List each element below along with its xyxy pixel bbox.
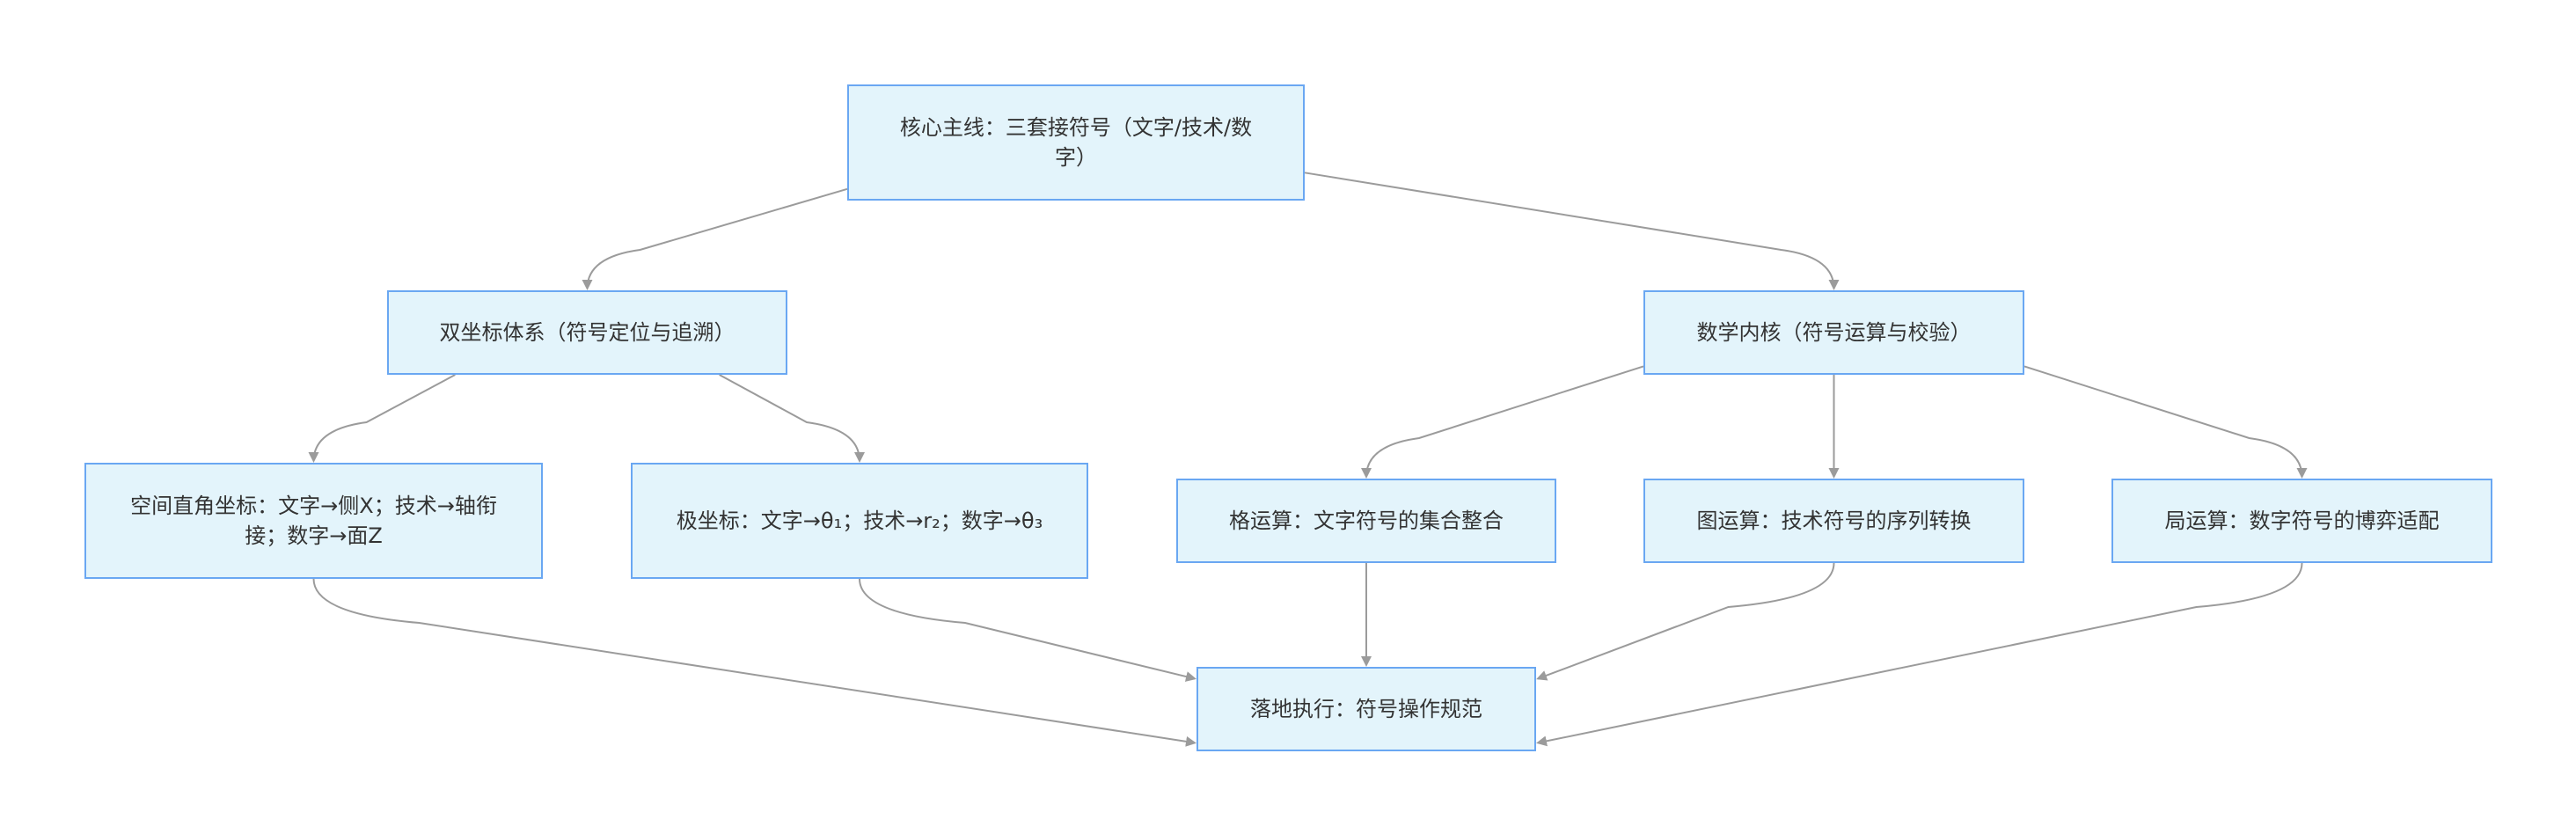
node-math-kernel: 数学内核（符号运算与校验） xyxy=(1643,290,2024,375)
node-dual-coordinate-label: 双坐标体系（符号定位与追溯） xyxy=(439,320,735,345)
node-game-operation-label: 局运算：数字符号的博弈适配 xyxy=(2164,508,2440,533)
node-lattice-label: 格运算：文字符号的集合整合 xyxy=(1229,508,1504,533)
edge-core-to-dual_coord xyxy=(582,187,848,290)
node-dual-coordinate-system: 双坐标体系（符号定位与追溯） xyxy=(387,290,787,375)
node-lattice-operation: 格运算：文字符号的集合整合 xyxy=(1176,479,1556,563)
edge-cartesian-to-execution xyxy=(312,578,1197,747)
node-math-kernel-label: 数学内核（符号运算与校验） xyxy=(1696,320,1972,345)
node-game-operation: 局运算：数字符号的博弈适配 xyxy=(2111,479,2492,563)
edge-graph_op-to-execution xyxy=(1536,562,1835,681)
edge-math_kernel-to-lattice xyxy=(1361,365,1644,479)
node-graph-operation-label: 图运算：技术符号的序列转换 xyxy=(1696,508,1972,533)
node-cartesian-coordinates: 空间直角坐标：文字→侧X；技术→轴衔接；数字→面Z xyxy=(84,463,543,579)
edge-polar-to-execution xyxy=(859,578,1197,682)
edge-dual_coord-to-polar xyxy=(719,374,865,463)
node-cartesian-label: 空间直角坐标：文字→侧X；技术→轴衔接；数字→面Z xyxy=(130,494,497,548)
edge-core-to-math_kernel xyxy=(1304,172,1840,290)
node-polar-label: 极坐标：文字→θ₁；技术→r₂；数字→θ₃ xyxy=(676,508,1043,533)
edge-dual_coord-to-cartesian xyxy=(308,374,456,463)
edge-math_kernel-to-game_op xyxy=(2023,365,2308,479)
edge-game_op-to-execution xyxy=(1536,562,2303,747)
node-execution: 落地执行：符号操作规范 xyxy=(1197,667,1536,751)
node-core-label: 核心主线：三套接符号（文字/技术/数字） xyxy=(899,115,1253,170)
node-core: 核心主线：三套接符号（文字/技术/数字） xyxy=(847,84,1305,201)
node-execution-label: 落地执行：符号操作规范 xyxy=(1250,697,1482,721)
node-graph-operation: 图运算：技术符号的序列转换 xyxy=(1643,479,2024,563)
node-polar-coordinates: 极坐标：文字→θ₁；技术→r₂；数字→θ₃ xyxy=(631,463,1088,579)
